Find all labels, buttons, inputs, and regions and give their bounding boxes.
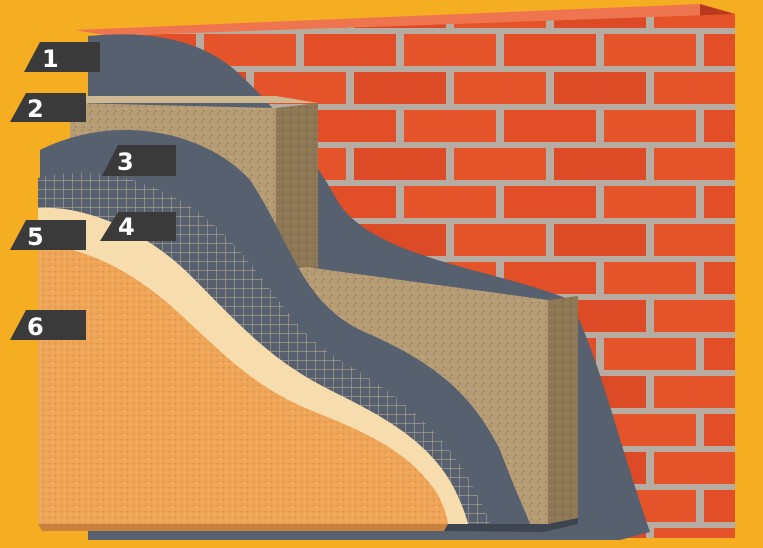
- label-5-tag: [10, 220, 86, 250]
- label-5-text: 5: [27, 223, 44, 251]
- layer-label-1: 1: [24, 42, 100, 73]
- label-1-text: 1: [42, 45, 59, 73]
- label-6-text: 6: [27, 313, 44, 341]
- label-3-text: 3: [117, 148, 134, 176]
- label-2-text: 2: [27, 95, 44, 123]
- insulation-lower-side: [548, 296, 578, 524]
- layer-label-5: 5: [10, 220, 86, 251]
- plaster-bottom-edge: [38, 524, 448, 531]
- layer-label-2: 2: [10, 93, 86, 123]
- label-2-tag: [10, 93, 86, 122]
- label-6-tag: [10, 310, 86, 340]
- insulation-top-edge: [70, 96, 318, 103]
- label-1-tag: [24, 42, 100, 72]
- layer-label-6: 6: [10, 310, 86, 341]
- label-4-text: 4: [118, 213, 135, 241]
